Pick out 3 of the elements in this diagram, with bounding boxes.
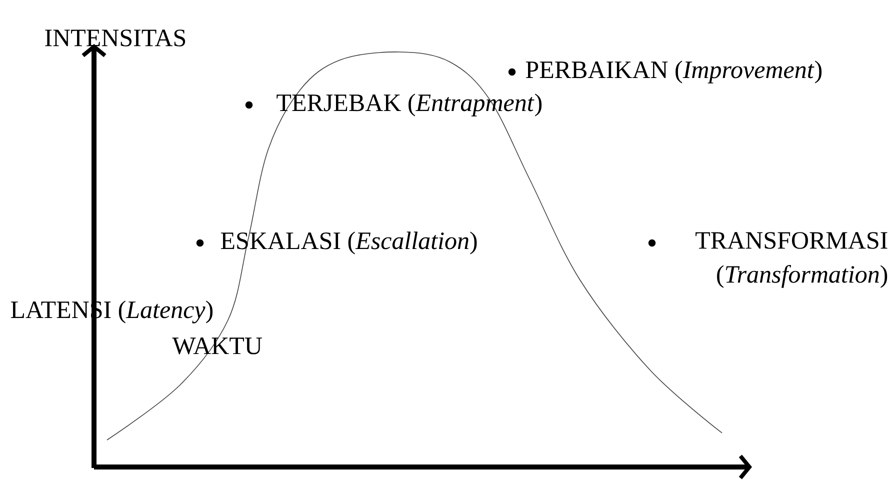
stage-label: INTENSITAS <box>45 30 186 46</box>
stage-label: PERBAIKAN (Improvement) <box>526 60 822 84</box>
stage-label: TRANSFORMASI (Transformation) <box>696 232 888 288</box>
